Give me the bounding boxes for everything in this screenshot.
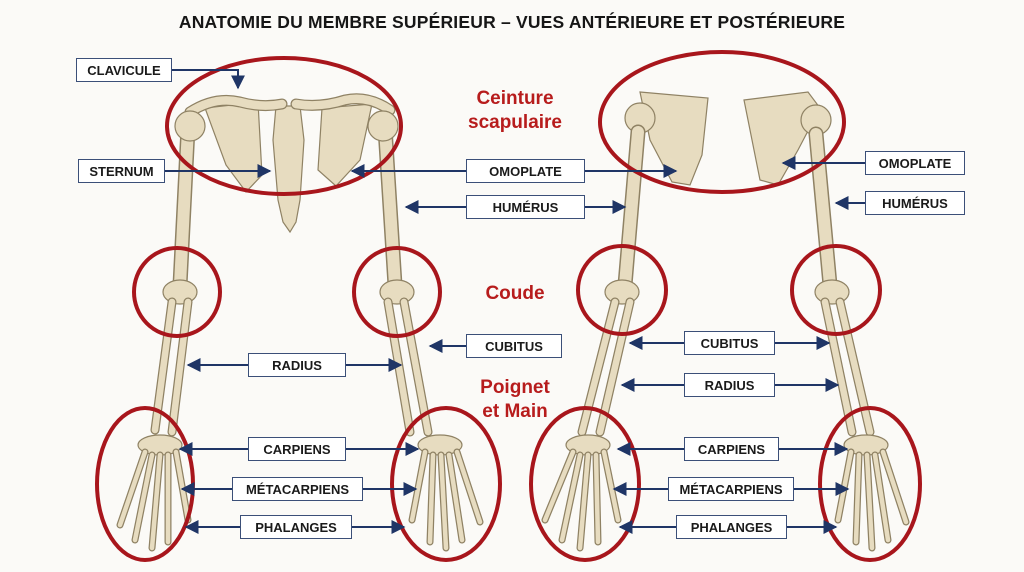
sternum-bone — [272, 105, 305, 234]
elbow-ring-3 — [576, 244, 668, 336]
label-humerus-center: HUMÉRUS — [466, 195, 585, 219]
hand-ring-2 — [390, 406, 502, 562]
hand-ring-4 — [818, 406, 922, 562]
label-carpiens-right: CARPIENS — [684, 437, 779, 461]
hand-ring-3 — [529, 406, 641, 562]
label-cubitus-right: CUBITUS — [684, 331, 775, 355]
region-poignet-main: Poignet et Main — [480, 377, 550, 422]
shoulder-girdle-ring-anterior — [165, 56, 403, 196]
right-hand-anterior — [408, 434, 484, 552]
clavicule-arrow — [172, 69, 245, 90]
label-metacarpiens-left: MÉTACARPIENS — [232, 477, 363, 501]
label-metacarpiens-right: MÉTACARPIENS — [668, 477, 794, 501]
region-ceinture-scapulaire: Ceinture scapulaire — [468, 88, 562, 133]
posterior-skeleton — [541, 91, 910, 552]
diagram-title: ANATOMIE DU MEMBRE SUPÉRIEUR – VUES ANTÉ… — [178, 12, 846, 32]
label-omoplate-center: OMOPLATE — [466, 159, 585, 183]
elbow-ring-2 — [352, 246, 442, 338]
label-cubitus-center: CUBITUS — [466, 334, 562, 358]
label-radius-left: RADIUS — [248, 353, 346, 377]
label-carpiens-left: CARPIENS — [248, 437, 346, 461]
label-phalanges-right: PHALANGES — [676, 515, 787, 539]
elbow-ring-4 — [790, 244, 882, 336]
anterior-skeleton — [116, 93, 484, 552]
shoulder-girdle-ring-posterior — [598, 50, 846, 194]
label-radius-right: RADIUS — [684, 373, 775, 397]
label-humerus-right: HUMÉRUS — [865, 191, 965, 215]
region-rings — [95, 50, 922, 562]
right-hand-posterior — [834, 434, 910, 552]
label-sternum: STERNUM — [78, 159, 165, 183]
left-scapula-posterior — [639, 91, 709, 186]
left-hand-anterior — [116, 434, 192, 552]
label-clavicule: CLAVICULE — [76, 58, 172, 82]
region-coude: Coude — [485, 283, 545, 304]
label-omoplate-right: OMOPLATE — [865, 151, 965, 175]
right-scapula-posterior — [743, 91, 821, 186]
elbow-ring-1 — [132, 246, 222, 338]
label-phalanges-left: PHALANGES — [240, 515, 352, 539]
pointer-arrows — [165, 69, 865, 534]
left-hand-posterior — [541, 434, 622, 552]
